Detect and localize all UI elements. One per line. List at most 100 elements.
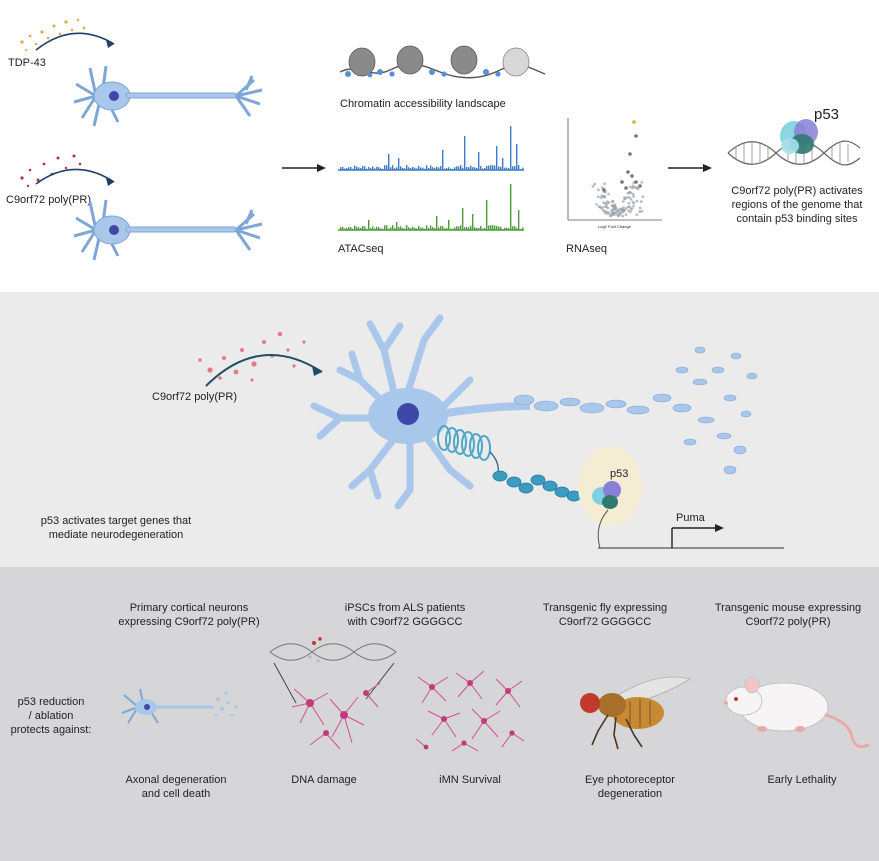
volcano-point: [620, 210, 624, 214]
atac-track-green: [338, 184, 524, 231]
tdp43-dot-spray-icon: [20, 18, 115, 52]
track-peak: [480, 226, 482, 230]
volcano-point: [603, 182, 606, 186]
volcano-point: [601, 206, 604, 209]
track-peak: [426, 225, 428, 230]
volcano-plot-icon: [567, 118, 662, 221]
volcano-point: [628, 205, 631, 208]
track-peak: [488, 165, 490, 170]
poly-pr-label: C9orf72 poly(PR): [152, 391, 237, 403]
track-peak: [460, 225, 462, 230]
outcome-4-line-2: degeneration: [597, 788, 663, 800]
outcome-1-line-1: Axonal degeneration: [125, 774, 227, 786]
track-peak: [358, 167, 360, 170]
track-peak: [418, 165, 420, 170]
track-peak: [442, 226, 444, 230]
track-peak: [442, 150, 444, 170]
track-peak: [440, 225, 442, 230]
track-peak: [406, 225, 408, 230]
track-peak: [440, 165, 442, 170]
volcano-point: [593, 182, 597, 186]
track-peak: [372, 166, 374, 170]
volcano-point: [628, 191, 632, 194]
track-peak: [414, 167, 416, 170]
volcano-point: [600, 186, 604, 190]
track-peak: [398, 158, 400, 170]
track-peak: [496, 146, 498, 170]
track-peak: [458, 226, 460, 230]
volcano-point: [603, 205, 607, 209]
track-peak: [430, 225, 432, 230]
volcano-xlabel: Log2 Fold Change: [598, 224, 631, 229]
pink-neuron-cluster-icon: [273, 662, 395, 750]
track-peak: [474, 227, 476, 230]
dna-icon: [727, 140, 861, 166]
track-peak: [516, 227, 518, 230]
caption-line-2: mediate neurodegeneration: [48, 529, 184, 541]
track-peak: [422, 167, 424, 170]
track-peak: [362, 165, 364, 170]
track-peak: [382, 228, 384, 230]
track-peak: [484, 167, 486, 170]
track-peak: [434, 168, 436, 170]
track-peak: [444, 168, 446, 170]
volcano-point: [635, 213, 639, 216]
track-peak: [376, 166, 378, 170]
track-peak: [462, 208, 464, 230]
model-1-line-1: Primary cortical neurons: [129, 602, 249, 614]
track-peak: [364, 166, 366, 170]
poly-pr-dot-spray-icon: [20, 154, 115, 188]
fly-icon: [580, 676, 692, 750]
track-peak: [474, 167, 476, 170]
track-peak: [494, 165, 496, 170]
track-peak: [340, 167, 342, 170]
track-peak: [352, 168, 354, 170]
track-peak: [378, 227, 380, 230]
track-peak: [390, 167, 392, 170]
track-peak: [502, 158, 504, 170]
track-peak: [518, 210, 520, 230]
track-peak: [422, 227, 424, 230]
track-peak: [466, 227, 468, 230]
chromatin-fiber-icon: [437, 425, 582, 502]
volcano-point: [638, 210, 641, 214]
track-peak: [388, 154, 390, 170]
track-peak: [406, 165, 408, 170]
track-peak: [416, 228, 418, 230]
track-peak: [368, 220, 370, 230]
volcano-point: [607, 201, 611, 204]
track-peak: [400, 166, 402, 170]
track-peak: [384, 225, 386, 230]
arrow-icon: [668, 164, 712, 172]
track-peak: [468, 227, 470, 230]
volcano-point: [606, 206, 610, 210]
track-peak: [390, 227, 392, 230]
track-peak: [508, 168, 510, 170]
track-peak: [410, 228, 412, 230]
track-peak: [348, 227, 350, 230]
track-peak: [494, 225, 496, 230]
track-peak: [352, 228, 354, 230]
track-peak: [510, 184, 512, 230]
track-peak: [380, 228, 382, 230]
track-peak: [374, 168, 376, 170]
track-peak: [428, 168, 430, 170]
track-peak: [340, 227, 342, 230]
volcano-point: [632, 201, 636, 205]
track-peak: [354, 165, 356, 170]
volcano-point: [623, 196, 627, 200]
track-peak: [500, 166, 502, 170]
track-peak: [450, 228, 452, 230]
track-peak: [388, 228, 390, 230]
volcano-point: [628, 196, 631, 199]
track-peak: [478, 152, 480, 170]
outcome-5-line-1: Early Lethality: [767, 774, 837, 786]
outcome-3-line-1: iMN Survival: [439, 774, 501, 786]
left-line-3: protects against:: [10, 724, 92, 736]
outcome-4-line-1: Eye photoreceptor: [585, 774, 675, 786]
track-peak: [400, 226, 402, 230]
track-peak: [366, 168, 368, 170]
volcano-point: [629, 198, 633, 201]
track-peak: [394, 168, 396, 170]
track-peak: [506, 167, 508, 170]
